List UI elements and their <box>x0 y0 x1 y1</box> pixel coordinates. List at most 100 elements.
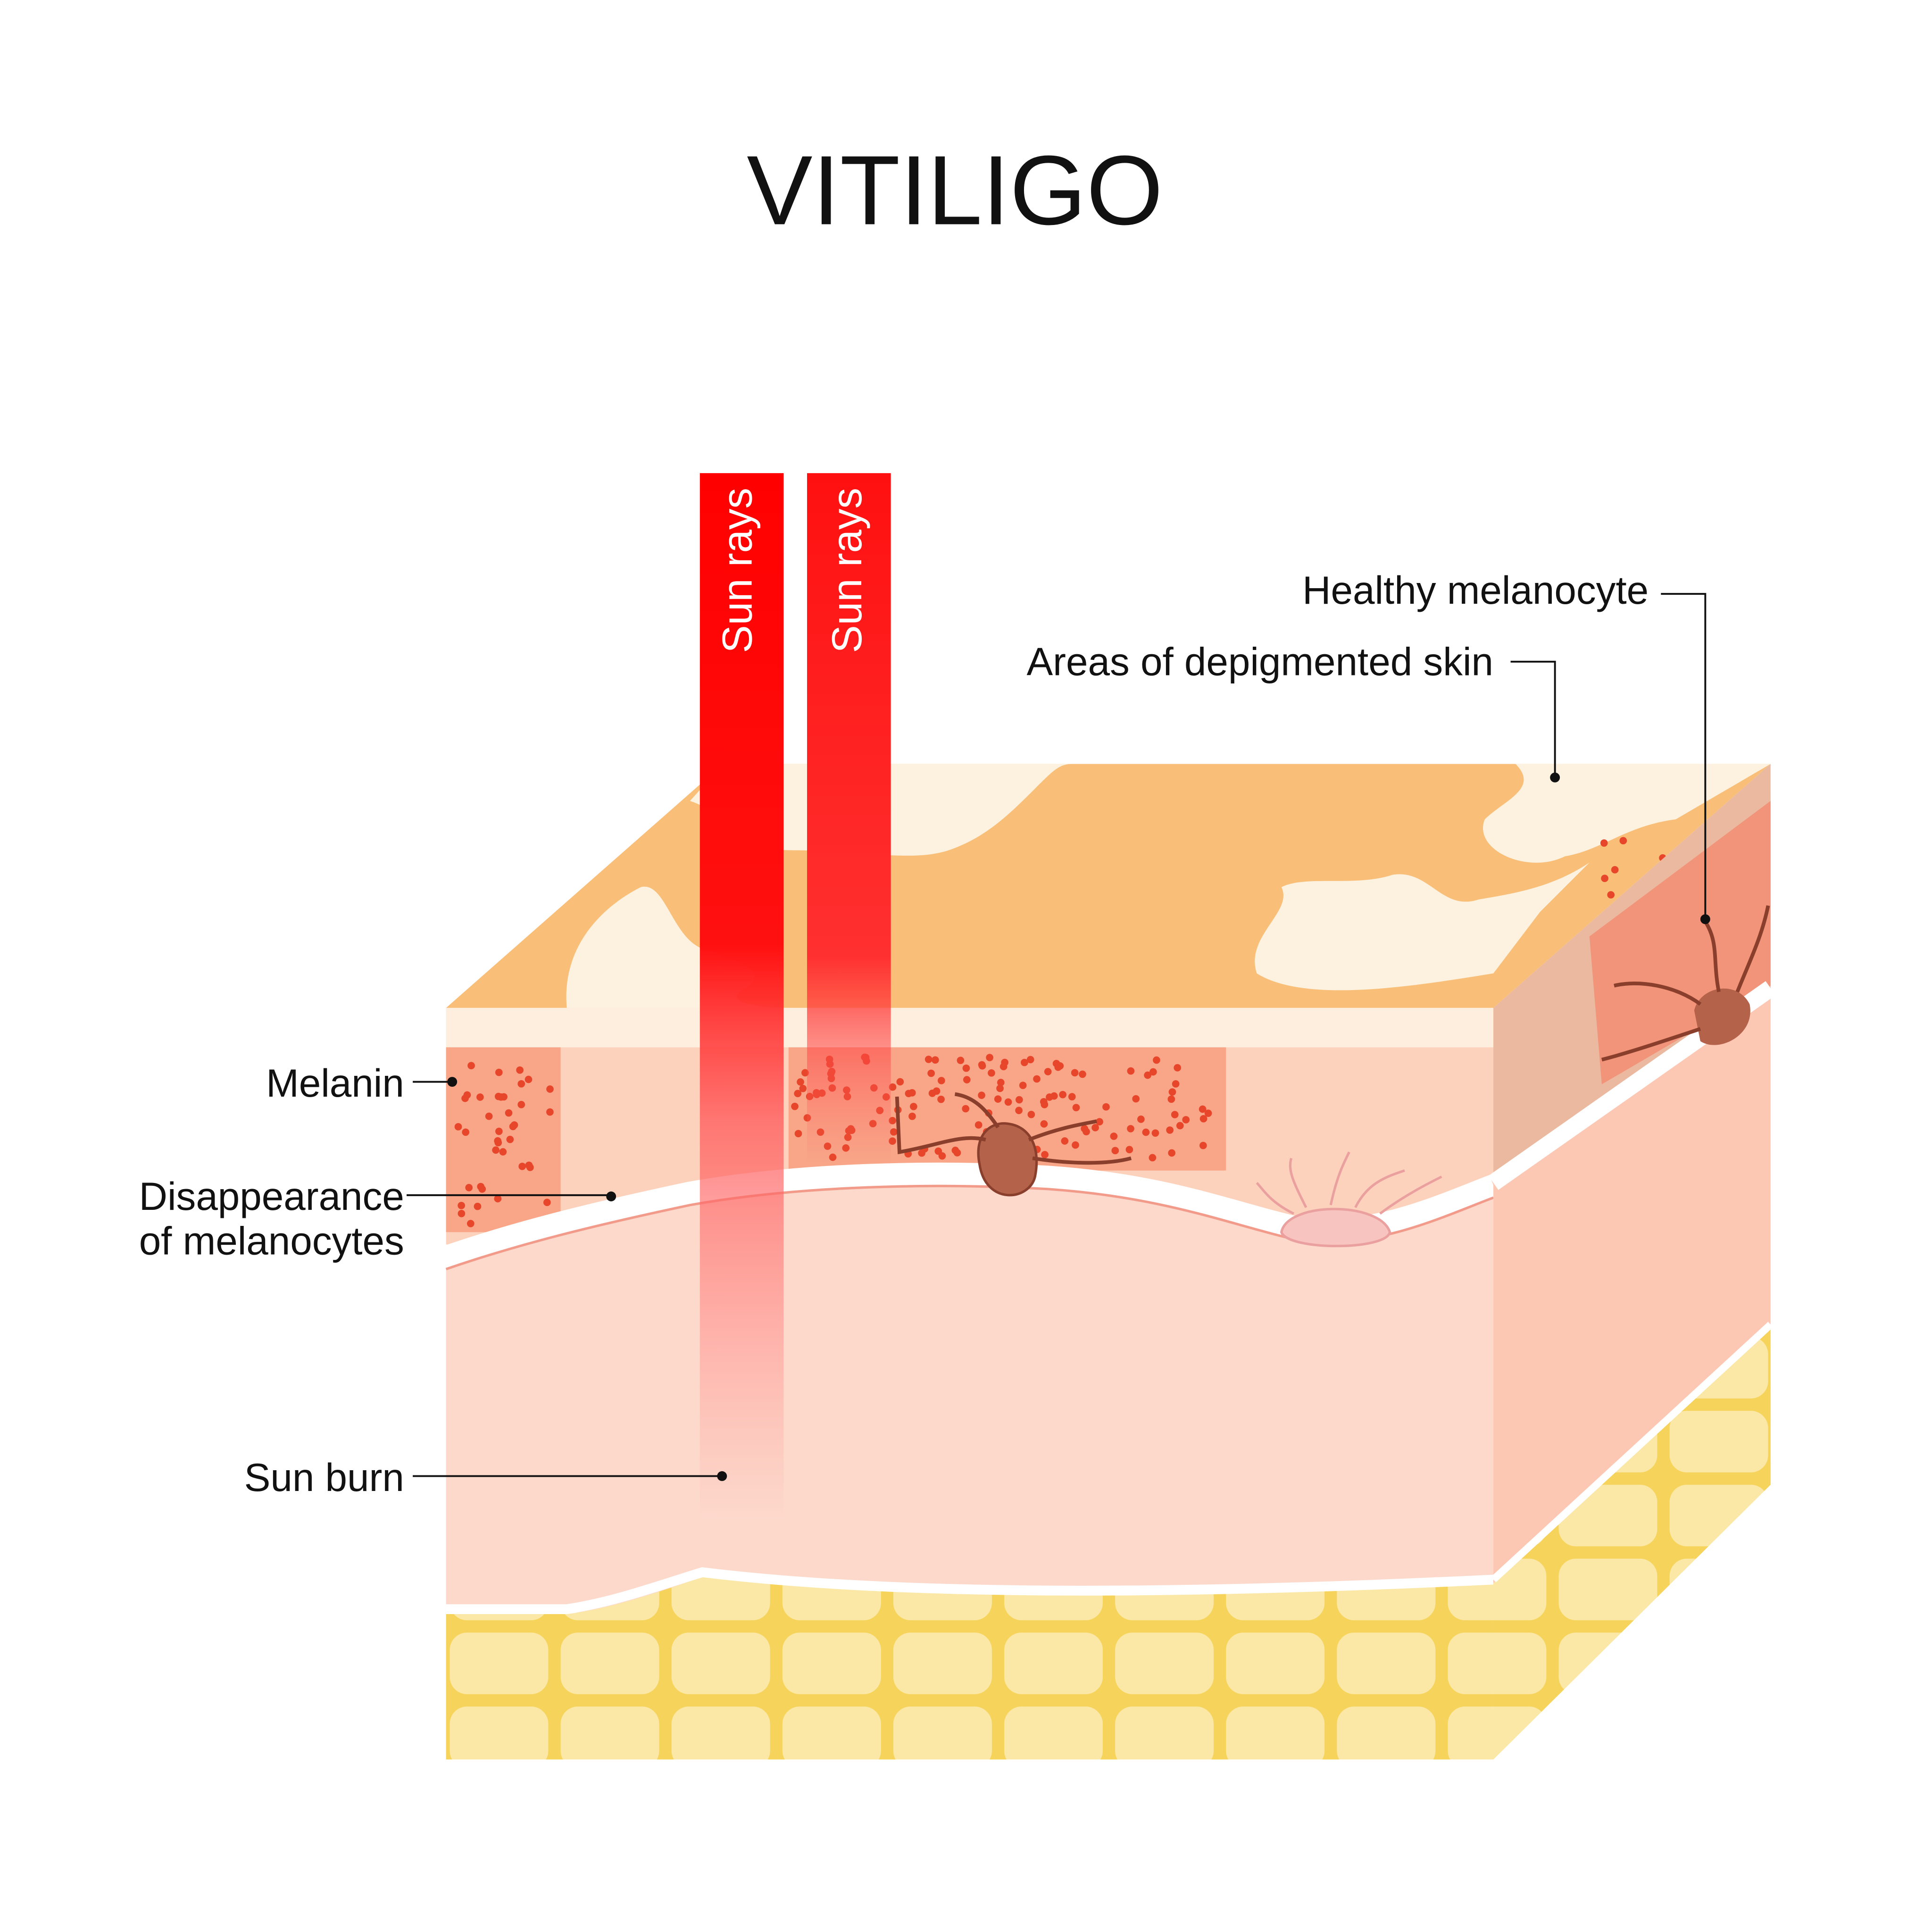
sun-ray-1: Sun rays <box>700 473 784 1521</box>
melanin-granule <box>1600 839 1608 847</box>
depigmented-patch <box>1255 862 1590 991</box>
melanin-granule <box>890 1128 898 1136</box>
melanin-granule <box>1015 1107 1023 1115</box>
melanin-granule <box>466 1220 475 1227</box>
side-pigmented <box>1589 800 1771 1084</box>
melanin-granule <box>1174 1064 1182 1072</box>
melanin-granule <box>454 1123 462 1131</box>
melanin-granule <box>517 1080 525 1088</box>
melanin-granule <box>497 1093 505 1101</box>
melanin-granule <box>1040 1120 1048 1128</box>
melanin-granule <box>476 1093 484 1101</box>
melanin-granule <box>1102 1103 1110 1111</box>
melanin-granule <box>1044 1068 1052 1075</box>
dermis-fat-boundary <box>446 1567 1494 1615</box>
melanin-granule <box>1033 1075 1041 1083</box>
melanin-granule <box>474 1202 482 1210</box>
melanin-granule <box>1016 1096 1023 1104</box>
sun-ray-2: Sun rays <box>807 473 891 1163</box>
melanin-granule <box>510 1121 518 1129</box>
label-depigmented-skin: Areas of depigmented skin <box>1026 640 1493 684</box>
melanin-granule <box>797 1078 804 1086</box>
melanin-granule <box>1619 837 1627 845</box>
melanin-granule <box>462 1128 470 1136</box>
melanin-granule <box>957 1057 965 1064</box>
melanin-granule <box>927 1069 935 1077</box>
melanin-granule <box>951 1147 959 1154</box>
melanin-granule <box>918 1149 925 1157</box>
melanin-granule <box>910 1103 917 1110</box>
melanin-granule <box>986 1054 993 1061</box>
melanin-granule <box>1021 1058 1028 1066</box>
melanin-granule <box>518 1162 526 1170</box>
melanin-granule <box>1061 1137 1069 1145</box>
side-healthy-melanocyte <box>1694 988 1750 1045</box>
melanin-granule <box>938 1077 945 1084</box>
melanocyte-dendrites <box>895 1092 1132 1165</box>
melanin-granule <box>477 1183 485 1191</box>
melanin-granule <box>933 1087 941 1095</box>
melanin-granule <box>938 1152 946 1160</box>
melanin-granule <box>1081 1124 1089 1133</box>
subcutaneous-fat <box>446 1577 1494 1760</box>
melanin-granule <box>1199 1105 1207 1113</box>
melanin-granule <box>517 1100 525 1108</box>
label-healthy-melanocyte: Healthy melanocyte <box>1302 568 1649 612</box>
melanin-granule <box>1110 1133 1118 1140</box>
melanin-granule <box>1111 1147 1119 1155</box>
label-disappearance-line1: Disappearance <box>139 1174 404 1218</box>
melanin-granule <box>962 1105 970 1113</box>
melanin-granule <box>974 1121 983 1129</box>
melanin-granule <box>937 1095 945 1103</box>
melanin-granule <box>791 1102 799 1110</box>
melanin-granule <box>994 1095 1002 1103</box>
melanin-granule <box>1041 1151 1049 1158</box>
melanin-granule <box>1199 1141 1207 1149</box>
pigmented-region <box>446 1047 561 1232</box>
melanin-granule <box>525 1075 533 1083</box>
melanin-granule <box>494 1195 502 1203</box>
label-melanin: Melanin <box>266 1061 404 1105</box>
melanin-granule <box>499 1148 507 1156</box>
melanin-granule <box>1019 1082 1027 1089</box>
melanin-granule <box>494 1137 502 1145</box>
melanin-granule <box>896 1078 904 1086</box>
melanin-granule <box>1149 1068 1157 1076</box>
dead-melanocyte-dendrites <box>1256 1151 1442 1215</box>
melanin-granule <box>546 1108 554 1116</box>
callout-dots <box>447 772 1710 1481</box>
melanin-granule <box>1026 1056 1034 1064</box>
melanin-granule <box>1137 1116 1145 1123</box>
melanin-granule <box>1096 1118 1103 1126</box>
melanin-granule <box>1050 1092 1058 1100</box>
melanin-granule <box>543 1199 551 1207</box>
melanin-granule <box>1204 1109 1212 1117</box>
melanin-granule <box>463 1091 471 1099</box>
melanin-granule <box>1168 1149 1175 1157</box>
melanin-granule <box>495 1068 503 1076</box>
melanin-granule <box>908 1089 916 1097</box>
melanin-granule <box>492 1146 500 1154</box>
melanin-granule <box>801 1069 809 1077</box>
melanin-granule <box>1041 1100 1049 1108</box>
melanin-granule <box>1052 1059 1060 1067</box>
melanin-granule <box>1166 1126 1174 1134</box>
melanin-granule <box>1168 1088 1176 1096</box>
stratum-corneum <box>446 1008 1494 1048</box>
melanin-granule <box>525 1161 533 1169</box>
side-fat <box>1493 1324 1771 1760</box>
melanin-granule <box>1127 1125 1134 1133</box>
melanin-granule <box>1151 1129 1159 1137</box>
melanin-granule <box>1132 1095 1140 1103</box>
melanin-granule <box>1172 1080 1180 1088</box>
melanin-granule <box>1004 1098 1012 1106</box>
melanin-granule <box>996 1084 1004 1092</box>
melanin-granule <box>1607 891 1615 899</box>
melanin-granule <box>1127 1067 1135 1075</box>
melanin-granule <box>997 1079 1005 1086</box>
melanin-granule <box>1611 866 1619 874</box>
melanin-granule <box>794 1130 802 1138</box>
melanin-granule <box>1182 1116 1190 1124</box>
